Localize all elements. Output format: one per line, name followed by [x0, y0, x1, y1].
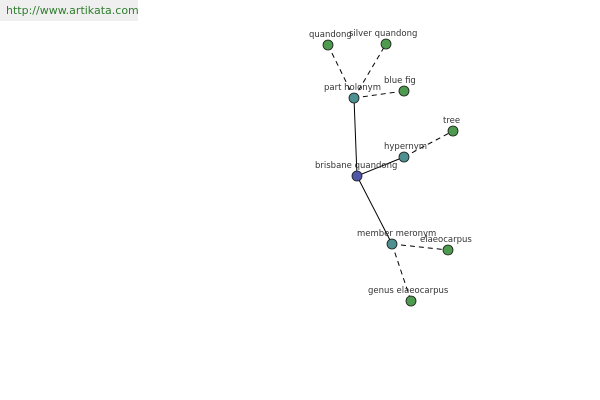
label-center: brisbane quandong — [315, 161, 397, 171]
edge-part-holonym-to-quandong — [327, 44, 355, 99]
label-hypernym: hypernym — [384, 142, 427, 152]
node-center[interactable] — [351, 170, 363, 182]
graph-labels: brisbane quandong part holonym quandongsil… — [309, 29, 472, 296]
node-silver-quandong[interactable] — [380, 38, 392, 50]
node-blue-fig[interactable] — [398, 85, 410, 97]
edge-part-holonym-to-silver-quandong — [353, 43, 387, 99]
node-genus-elaeocarpus[interactable] — [405, 295, 417, 307]
edge-center-to-hypernym — [356, 156, 405, 177]
node-part-holonym[interactable] — [348, 92, 360, 104]
node-member-meronym[interactable] — [386, 238, 398, 250]
label-tree: tree — [443, 116, 460, 126]
edge-hypernym-to-tree — [403, 130, 454, 158]
node-elaeocarpus[interactable] — [442, 244, 454, 256]
edge-member-meronym-to-elaeocarpus — [391, 243, 449, 251]
node-hypernym[interactable] — [398, 151, 410, 163]
source-url-banner[interactable]: http://www.artikata.com — [0, 0, 138, 21]
edge-center-to-part-holonym — [353, 97, 358, 177]
label-elaeocarpus: elaeocarpus — [420, 235, 472, 245]
graph-nodes — [322, 38, 459, 307]
label-member-meronym: member meronym — [357, 229, 436, 239]
label-quandong: quandong — [309, 30, 352, 40]
edge-member-meronym-to-genus-elaeocarpus — [391, 243, 412, 302]
label-blue-fig: blue fig — [384, 76, 416, 86]
node-quandong[interactable] — [322, 39, 334, 51]
graph-edges — [327, 43, 454, 302]
edge-center-to-member-meronym — [356, 175, 393, 245]
label-part-holonym: part holonym — [324, 83, 381, 93]
label-genus-elaeocarpus: genus elaeocarpus — [368, 286, 449, 296]
label-silver-quandong: silver quandong — [349, 29, 417, 39]
node-tree[interactable] — [447, 125, 459, 137]
